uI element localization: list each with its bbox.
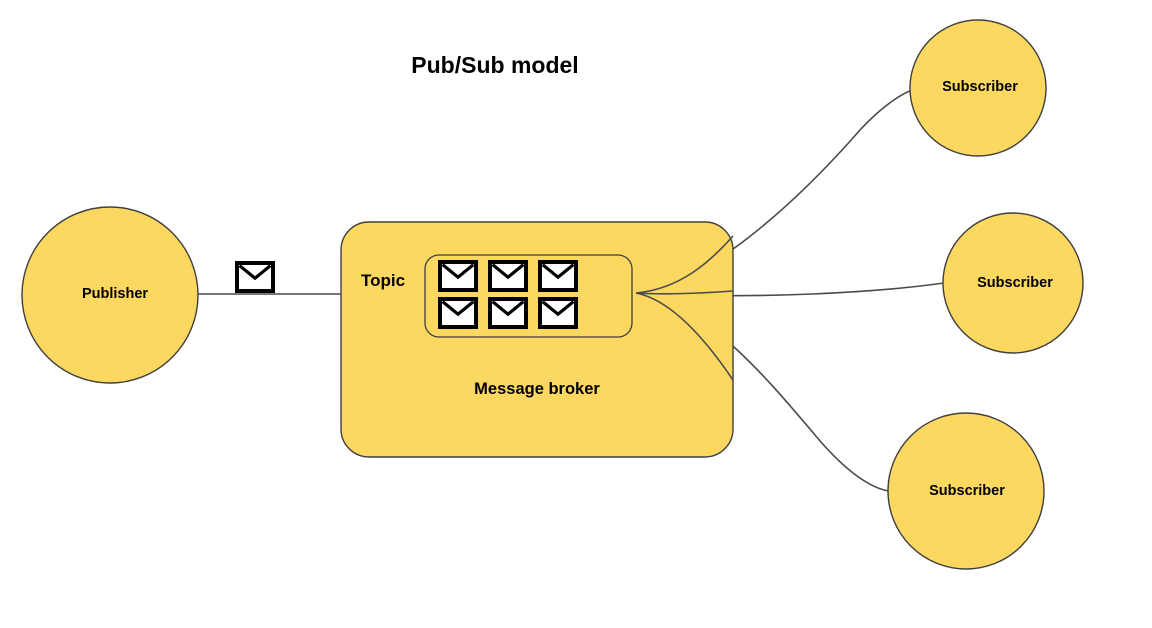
edge-topic-to-subscriber-1-overlay xyxy=(635,235,734,294)
topic-node[interactable] xyxy=(424,254,633,338)
edge-topic-to-subscriber-3-overlay xyxy=(635,292,734,381)
connector-overlay-on-broker xyxy=(635,235,734,381)
envelope-icon xyxy=(438,297,478,329)
envelope-icon xyxy=(235,261,275,293)
message-broker-node[interactable] xyxy=(340,221,734,458)
page-title-wrapper: Pub/Sub model xyxy=(310,52,680,79)
edge-topic-to-subscriber-2-overlay xyxy=(635,290,734,295)
envelope-icon xyxy=(488,260,528,292)
subscriber-node-3[interactable] xyxy=(887,412,1045,570)
envelope-icon xyxy=(538,297,578,329)
page-title: Pub/Sub model xyxy=(411,52,579,78)
envelope-icon xyxy=(488,297,528,329)
envelope-icon xyxy=(538,260,578,292)
envelope-icon xyxy=(438,260,478,292)
publisher-node[interactable] xyxy=(21,206,199,384)
subscriber-node-1[interactable] xyxy=(909,19,1047,157)
subscriber-node-2[interactable] xyxy=(942,212,1084,354)
